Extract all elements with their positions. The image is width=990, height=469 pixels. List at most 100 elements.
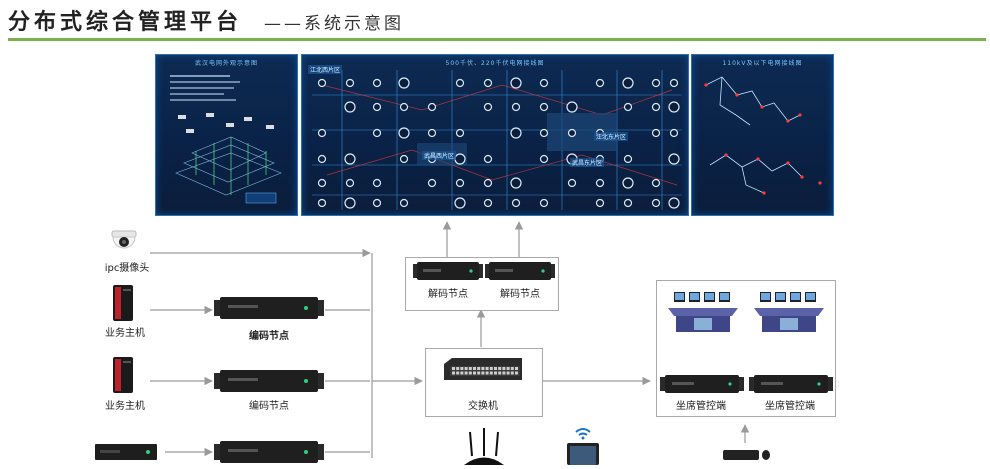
switch-port [452, 367, 455, 370]
panel-caption: 110kV及以下电网接线图 [722, 60, 803, 67]
substation-node [455, 78, 465, 88]
substation-node [510, 177, 522, 189]
substation-node [317, 78, 327, 88]
substation-node [344, 153, 356, 165]
substation-node [668, 197, 680, 209]
substation-node [651, 178, 661, 188]
switch-port [502, 371, 506, 375]
switch-port [510, 367, 514, 370]
substation-node [595, 78, 605, 88]
dvr-box-icon [95, 444, 157, 460]
tower-pc-icon [113, 285, 133, 321]
substation-node [511, 198, 521, 208]
substation-node [651, 78, 661, 88]
switch-port [468, 371, 472, 375]
switch-port [498, 367, 502, 370]
panel-caption: 武汉电网外观示意图 [194, 60, 258, 67]
substation-node [427, 128, 437, 138]
decoder-node-1[interactable] [413, 260, 483, 282]
substation-node [622, 77, 634, 89]
switch-label: 交换机 [468, 401, 498, 412]
rack-unit-icon [413, 262, 483, 280]
dvr-device[interactable] [94, 440, 158, 462]
distribution-network-graphic [704, 76, 822, 195]
rack-unit-icon [485, 262, 555, 280]
substation-node [510, 127, 522, 139]
switch-port [494, 371, 497, 375]
substation-node [372, 178, 382, 188]
encoder-label: 编码节点 [249, 401, 289, 412]
substation-node [651, 102, 661, 112]
substation-node [669, 128, 679, 138]
business-host-1[interactable] [111, 283, 135, 323]
source-label: 业务主机 [105, 328, 145, 339]
seat-controller-1[interactable] [660, 373, 744, 395]
substation-node [595, 178, 605, 188]
substation-node [668, 101, 680, 113]
substation-node [622, 177, 634, 189]
region-tag: 武昌西片区 [422, 151, 457, 160]
switch-port [464, 367, 468, 370]
ipc-camera[interactable] [108, 229, 140, 257]
operator-console-1 [666, 290, 740, 336]
keyboard-mouse[interactable] [722, 444, 772, 464]
encoder-node-3[interactable] [214, 439, 324, 465]
substation-node [317, 178, 327, 188]
substation-node [345, 78, 355, 88]
substation-node [511, 102, 521, 112]
substation-node [372, 78, 382, 88]
decoder-label: 解码节点 [500, 289, 540, 300]
switch-port [452, 371, 455, 375]
switch-port [489, 367, 493, 370]
video-wall-panel-right: 110kV及以下电网接线图 [691, 54, 834, 216]
substation-node [567, 128, 577, 138]
substation-node [398, 77, 410, 89]
substation-node [483, 102, 493, 112]
region-tag: 江北西片区 [308, 65, 343, 74]
wifi-tablet-icon [567, 428, 599, 465]
switch-port [460, 371, 464, 375]
business-host-2[interactable] [111, 355, 135, 395]
wireless-router[interactable] [462, 428, 506, 465]
substation-node [345, 178, 355, 188]
tablet-device[interactable] [563, 424, 603, 465]
seat-controller-label: 坐席管控端 [765, 401, 815, 412]
substation-node [399, 154, 409, 164]
grid-wiring-diagram-graphic [312, 70, 682, 210]
substation-node [566, 101, 578, 113]
substation-node [483, 154, 493, 164]
switch-port [464, 371, 468, 375]
encoder-node-2[interactable] [214, 368, 324, 394]
switch-port [515, 367, 518, 370]
rack-unit-icon [660, 375, 744, 393]
switch-port [498, 371, 502, 375]
substation-node [539, 154, 549, 164]
substation-node [668, 153, 680, 165]
substation-node [539, 102, 549, 112]
panel-caption: 500千伏、220千伏电网接线图 [445, 60, 545, 67]
network-switch[interactable] [442, 356, 524, 386]
substation-node [427, 178, 437, 188]
encoder-node-1[interactable] [214, 295, 324, 321]
switch-port [456, 367, 460, 370]
substation-node [399, 102, 409, 112]
substation-node [595, 198, 605, 208]
switch-port [473, 371, 476, 375]
substation-node [317, 154, 327, 164]
substation-node [317, 198, 327, 208]
substation-node [669, 78, 679, 88]
substation-node [427, 102, 437, 112]
substation-node [510, 77, 522, 89]
substation-node [372, 198, 382, 208]
title-subtitle: ——系统示意图 [264, 14, 405, 34]
video-wall-panel-left: 武汉电网外观示意图 [155, 54, 298, 216]
substation-node [539, 128, 549, 138]
switch-port [477, 371, 481, 375]
switch-port [468, 367, 472, 370]
seat-controller-2[interactable] [749, 373, 833, 395]
switch-port [485, 367, 489, 370]
video-wall-panel-center: 500千伏、220千伏电网接线图 江北西片区 武昌西片区 江北东片区 武昌东片区 [301, 54, 689, 216]
seat-controller-label: 坐席管控端 [676, 401, 726, 412]
decoder-node-2[interactable] [485, 260, 555, 282]
switch-port [456, 371, 460, 375]
